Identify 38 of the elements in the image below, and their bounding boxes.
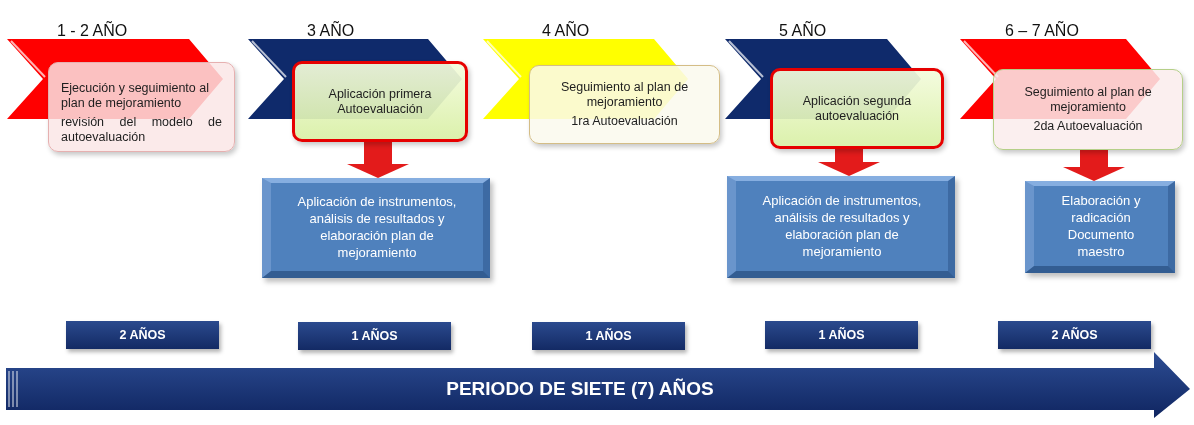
duration-label: 2 AÑOS xyxy=(119,328,166,342)
box-text: Aplicación de instrumentos, análisis de resultados y elaboración plan de mejoramiento xyxy=(761,192,923,260)
duration-bar xyxy=(765,321,918,349)
box-text: revisión del modelo de autoevaluación xyxy=(61,115,222,145)
process-box xyxy=(770,68,944,149)
year-heading: 4 AÑO xyxy=(542,21,590,40)
box-text: Elaboración y radicación Documento maestro xyxy=(1060,192,1142,260)
arrow xyxy=(818,149,880,176)
box-text: Ejecución y seguimiento al plan de mejoramiento xyxy=(61,81,210,111)
process-box xyxy=(529,65,720,144)
process-box xyxy=(292,61,468,142)
duration-label: 1 AÑOS xyxy=(585,329,632,343)
output-box xyxy=(262,178,490,278)
output-box xyxy=(1025,181,1175,273)
process-box xyxy=(993,69,1183,150)
duration-bar xyxy=(66,321,219,349)
output-box xyxy=(727,176,955,278)
box-text: 2da Autoevaluación xyxy=(1032,119,1144,134)
year-heading: 3 AÑO xyxy=(307,21,355,40)
duration-label: 1 AÑOS xyxy=(351,329,398,343)
arrow xyxy=(1063,150,1125,181)
duration-bar xyxy=(532,322,685,350)
duration-label: 2 AÑOS xyxy=(1051,328,1098,342)
box-text: Seguimiento al plan de mejoramiento xyxy=(559,80,690,110)
duration-bar xyxy=(998,321,1151,349)
year-heading: 5 AÑO xyxy=(779,21,827,40)
box-text: 1ra Autoevaluación xyxy=(570,114,679,129)
duration-label: 1 AÑOS xyxy=(818,328,865,342)
box-text: Aplicación de instrumentos, análisis de resultados y elaboración plan de mejoramiento xyxy=(296,193,458,261)
year-heading: 6 – 7 AÑO xyxy=(1005,21,1079,40)
timeline-label: PERIODO DE SIETE (7) AÑOS xyxy=(446,378,714,400)
box-text: Aplicación primera Autoevaluación xyxy=(327,86,433,117)
box-text: Seguimiento al plan de mejoramiento xyxy=(1023,85,1153,115)
year-heading: 1 - 2 AÑO xyxy=(57,21,128,40)
duration-bar xyxy=(298,322,451,350)
box-text: Aplicación segunda autoevaluación xyxy=(801,93,913,124)
process-box xyxy=(48,62,235,152)
arrow xyxy=(347,142,409,178)
